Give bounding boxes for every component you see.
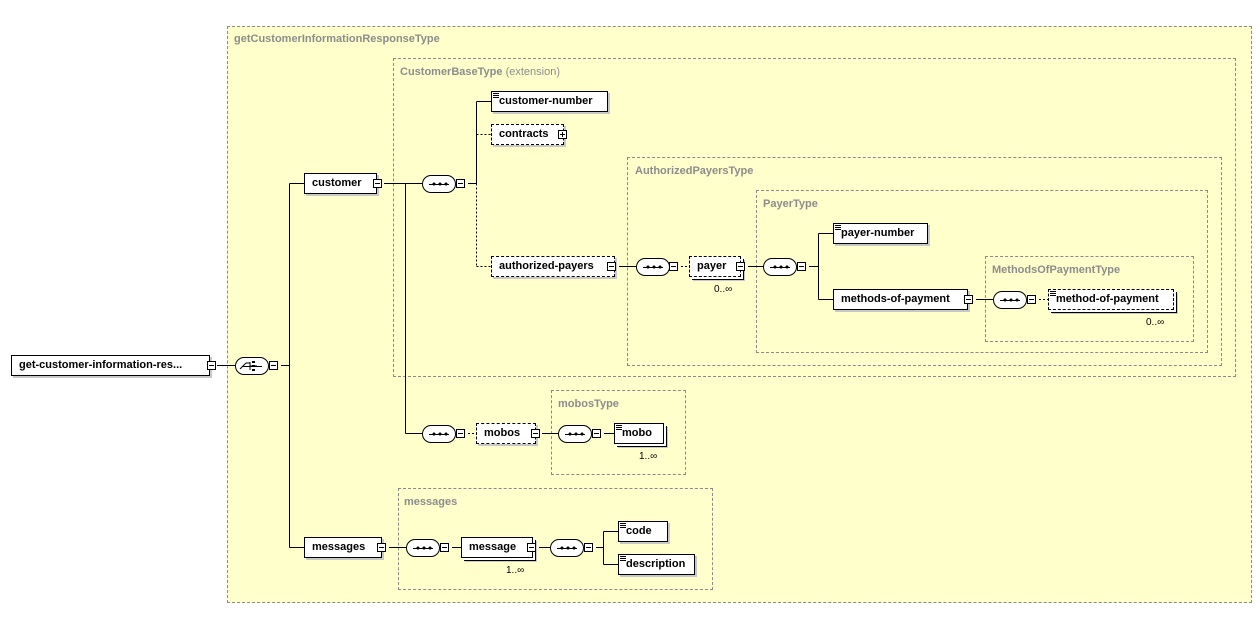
sequence-icon[interactable]: [763, 258, 797, 276]
sequence-dots: [415, 546, 432, 550]
sequence-dots: [431, 182, 448, 186]
element-message-label: message: [469, 541, 517, 553]
collapse-toggle-icon[interactable]: [584, 543, 593, 552]
element-customer-number[interactable]: customer-number: [491, 91, 608, 112]
collapse-toggle-icon[interactable]: [527, 543, 536, 552]
element-contracts-label: contracts: [499, 128, 549, 140]
collapse-toggle-icon[interactable]: [964, 295, 973, 304]
simple-content-icon: [616, 425, 622, 430]
region-label-payertype: PayerType: [763, 198, 818, 210]
sequence-icon[interactable]: [422, 425, 456, 443]
element-methods-of-payment[interactable]: methods-of-payment: [833, 289, 968, 310]
collapse-toggle-icon[interactable]: [377, 543, 386, 552]
collapse-toggle-icon[interactable]: [592, 429, 601, 438]
element-payer-label: payer: [697, 260, 727, 272]
element-payer-number-label: payer-number: [841, 227, 915, 239]
element-code-label: code: [626, 525, 652, 537]
sequence-dots: [772, 265, 789, 269]
sequence-dots: [431, 432, 448, 436]
region-label-customerbasetype: CustomerBaseType (extension): [400, 66, 560, 78]
element-messages[interactable]: messages: [304, 537, 382, 558]
method-of-payment-occurrence: 0..∞: [1146, 317, 1165, 328]
sequence-icon[interactable]: [558, 425, 592, 443]
element-root-label: get-customer-information-res...: [19, 359, 183, 371]
collapse-toggle-icon[interactable]: [456, 179, 465, 188]
region-label-customerbasetype-suffix: (extension): [505, 66, 560, 78]
collapse-toggle-icon[interactable]: [797, 262, 806, 271]
simple-content-icon: [493, 93, 499, 98]
region-label-customerbasetype-name: CustomerBaseType: [400, 66, 503, 78]
simple-content-icon: [1050, 291, 1056, 296]
sequence-dots: [1002, 298, 1019, 302]
element-authorized-payers-label: authorized-payers: [499, 260, 594, 272]
collapse-toggle-icon[interactable]: [373, 179, 382, 188]
element-mobo-label: mobo: [622, 427, 652, 439]
element-contracts[interactable]: contracts: [491, 124, 564, 145]
element-root[interactable]: get-customer-information-res...: [11, 355, 210, 376]
region-label-methodsofpaymenttype: MethodsOfPaymentType: [992, 264, 1121, 276]
sequence-dots: [559, 546, 576, 550]
element-description[interactable]: description: [618, 554, 695, 575]
element-mobos[interactable]: mobos: [476, 423, 536, 444]
element-mobos-label: mobos: [484, 427, 521, 439]
collapse-toggle-icon[interactable]: [456, 429, 465, 438]
element-mobo[interactable]: mobo: [614, 423, 664, 444]
collapse-toggle-icon[interactable]: [269, 361, 278, 370]
region-label-getcustomerinformationresponsetype: getCustomerInformationResponseType: [234, 33, 440, 45]
collapse-toggle-icon[interactable]: [531, 429, 540, 438]
element-code[interactable]: code: [618, 521, 668, 542]
element-payer-number[interactable]: payer-number: [833, 223, 928, 244]
element-description-label: description: [626, 558, 686, 570]
region-label-messages: messages: [404, 496, 458, 508]
element-method-of-payment[interactable]: method-of-payment: [1048, 289, 1174, 310]
simple-content-icon: [835, 225, 841, 230]
expand-toggle-icon[interactable]: [558, 130, 567, 139]
element-authorized-payers[interactable]: authorized-payers: [491, 256, 615, 277]
message-occurrence: 1..∞: [506, 565, 525, 576]
sequence-icon[interactable]: [993, 291, 1027, 309]
sequence-icon[interactable]: [406, 539, 440, 557]
mobo-occurrence: 1..∞: [639, 451, 658, 462]
sequence-icon[interactable]: [636, 258, 670, 276]
element-method-of-payment-label: method-of-payment: [1056, 293, 1159, 305]
element-methods-of-payment-label: methods-of-payment: [841, 293, 950, 305]
collapse-toggle-icon[interactable]: [207, 361, 216, 370]
collapse-toggle-icon[interactable]: [669, 262, 678, 271]
element-message[interactable]: message: [461, 537, 533, 558]
sequence-icon[interactable]: [550, 539, 584, 557]
element-messages-label: messages: [312, 541, 366, 553]
element-customer-label: customer: [312, 177, 362, 189]
payer-occurrence: 0..∞: [714, 284, 733, 295]
sequence-dots: [567, 432, 584, 436]
collapse-toggle-icon[interactable]: [736, 262, 745, 271]
region-label-mobostype: mobosType: [558, 398, 619, 410]
choice-symbol-icon: [239, 361, 257, 371]
collapse-toggle-icon[interactable]: [440, 543, 449, 552]
simple-content-icon: [620, 523, 626, 528]
sequence-icon[interactable]: [422, 175, 456, 193]
simple-content-icon: [620, 556, 626, 561]
collapse-toggle-icon[interactable]: [1027, 295, 1036, 304]
collapse-toggle-icon[interactable]: [607, 262, 616, 271]
element-customer[interactable]: customer: [304, 173, 377, 194]
region-label-authorizedpayerstype: AuthorizedPayersType: [635, 165, 754, 177]
sequence-dots: [645, 265, 662, 269]
element-payer[interactable]: payer: [689, 256, 741, 277]
element-customer-number-label: customer-number: [499, 95, 593, 107]
